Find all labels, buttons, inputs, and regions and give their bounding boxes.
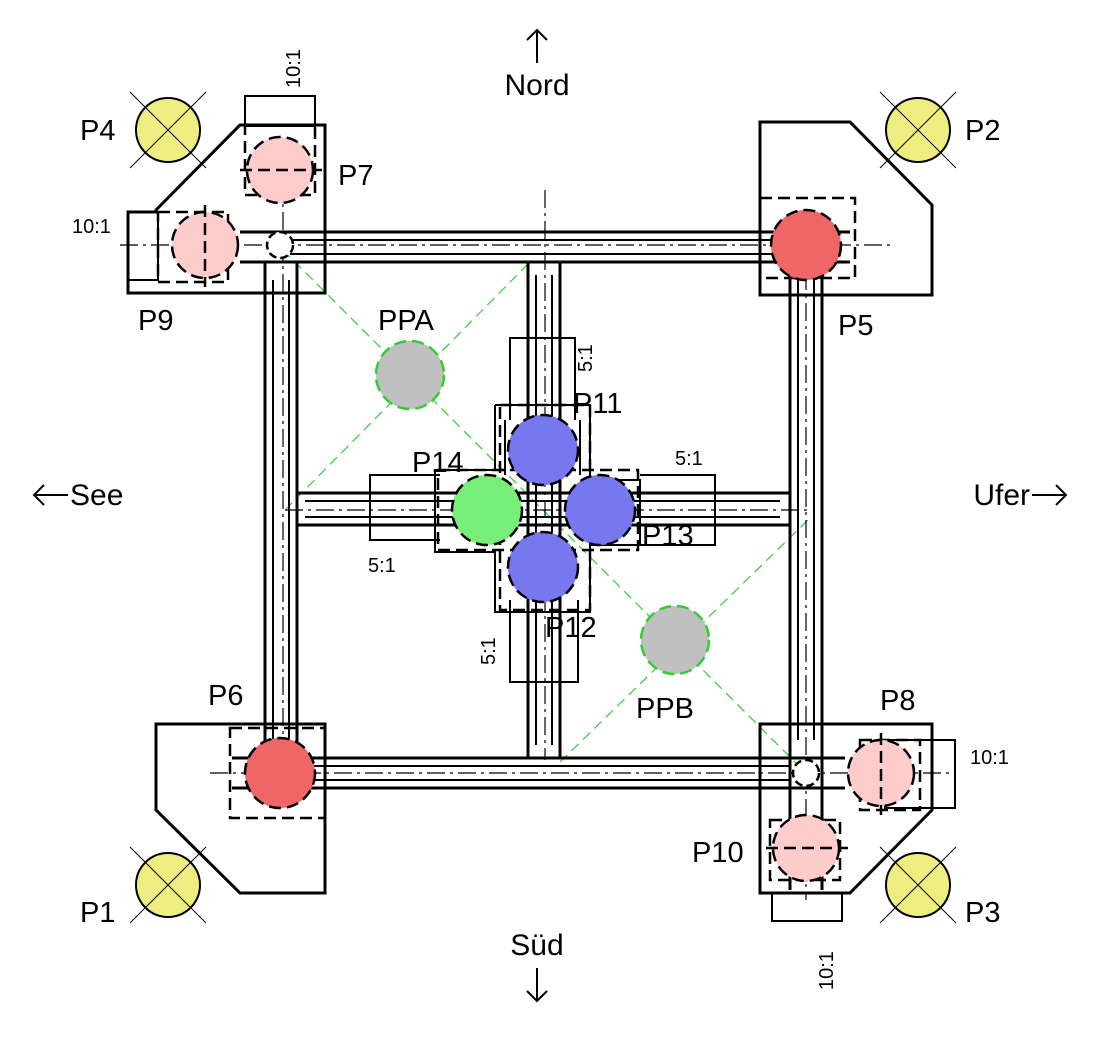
pile-ppa xyxy=(374,339,446,411)
label-p4: P4 xyxy=(80,115,115,147)
ratio-p11: 5:1 xyxy=(575,344,597,372)
direction-north-label: Nord xyxy=(504,69,569,102)
pile-p9 xyxy=(170,205,240,287)
pile-p14 xyxy=(450,473,524,547)
reference-point-p1 xyxy=(129,846,207,924)
pile-p10 xyxy=(766,813,848,883)
label-p14: P14 xyxy=(412,447,464,479)
pile-p6 xyxy=(243,736,317,810)
pile-p13 xyxy=(563,473,637,547)
direction-west-label: See xyxy=(70,479,123,512)
pile-p12 xyxy=(506,530,580,604)
label-p8: P8 xyxy=(880,685,915,717)
label-p1: P1 xyxy=(80,897,115,929)
pile-ppb xyxy=(639,604,711,676)
pile-p8 xyxy=(846,733,916,815)
arrow-up-icon xyxy=(526,28,548,63)
ratio-p12: 5:1 xyxy=(478,637,500,665)
label-p9: P9 xyxy=(138,305,173,337)
arrow-left-icon xyxy=(32,484,68,506)
ratio-p13: 5:1 xyxy=(675,448,703,470)
ratio-p9: 10:1 xyxy=(72,216,111,238)
label-ppa: PPA xyxy=(378,305,435,337)
pile-p5 xyxy=(769,208,843,282)
label-p2: P2 xyxy=(965,115,1000,147)
arrow-down-icon xyxy=(526,968,548,1003)
ratio-p7: 10:1 xyxy=(283,49,305,88)
direction-east-label: Ufer xyxy=(973,479,1030,512)
label-p11: P11 xyxy=(573,388,622,420)
ratio-p8: 10:1 xyxy=(970,747,1009,769)
label-p3: P3 xyxy=(965,897,1000,929)
pile-small-se xyxy=(791,758,821,788)
reference-point-p4 xyxy=(129,91,207,169)
label-p10: P10 xyxy=(692,837,744,869)
ratio-p14: 5:1 xyxy=(368,555,396,577)
label-ppb: PPB xyxy=(636,693,694,725)
beams xyxy=(232,230,850,890)
pile-p7 xyxy=(240,135,322,205)
ratio-p10: 10:1 xyxy=(816,951,838,990)
reference-point-p3 xyxy=(879,846,957,924)
pile-cap-se xyxy=(758,722,934,895)
direction-south-label: Süd xyxy=(510,929,563,962)
pile-p11 xyxy=(506,413,580,487)
label-p6: P6 xyxy=(208,680,243,712)
reference-point-p2 xyxy=(879,91,957,169)
label-p13: P13 xyxy=(642,520,694,552)
label-p5: P5 xyxy=(838,310,873,342)
arrow-right-icon xyxy=(1032,484,1068,506)
label-p12: P12 xyxy=(545,612,597,644)
pile-small-nw xyxy=(265,230,295,260)
label-p7: P7 xyxy=(338,160,373,192)
